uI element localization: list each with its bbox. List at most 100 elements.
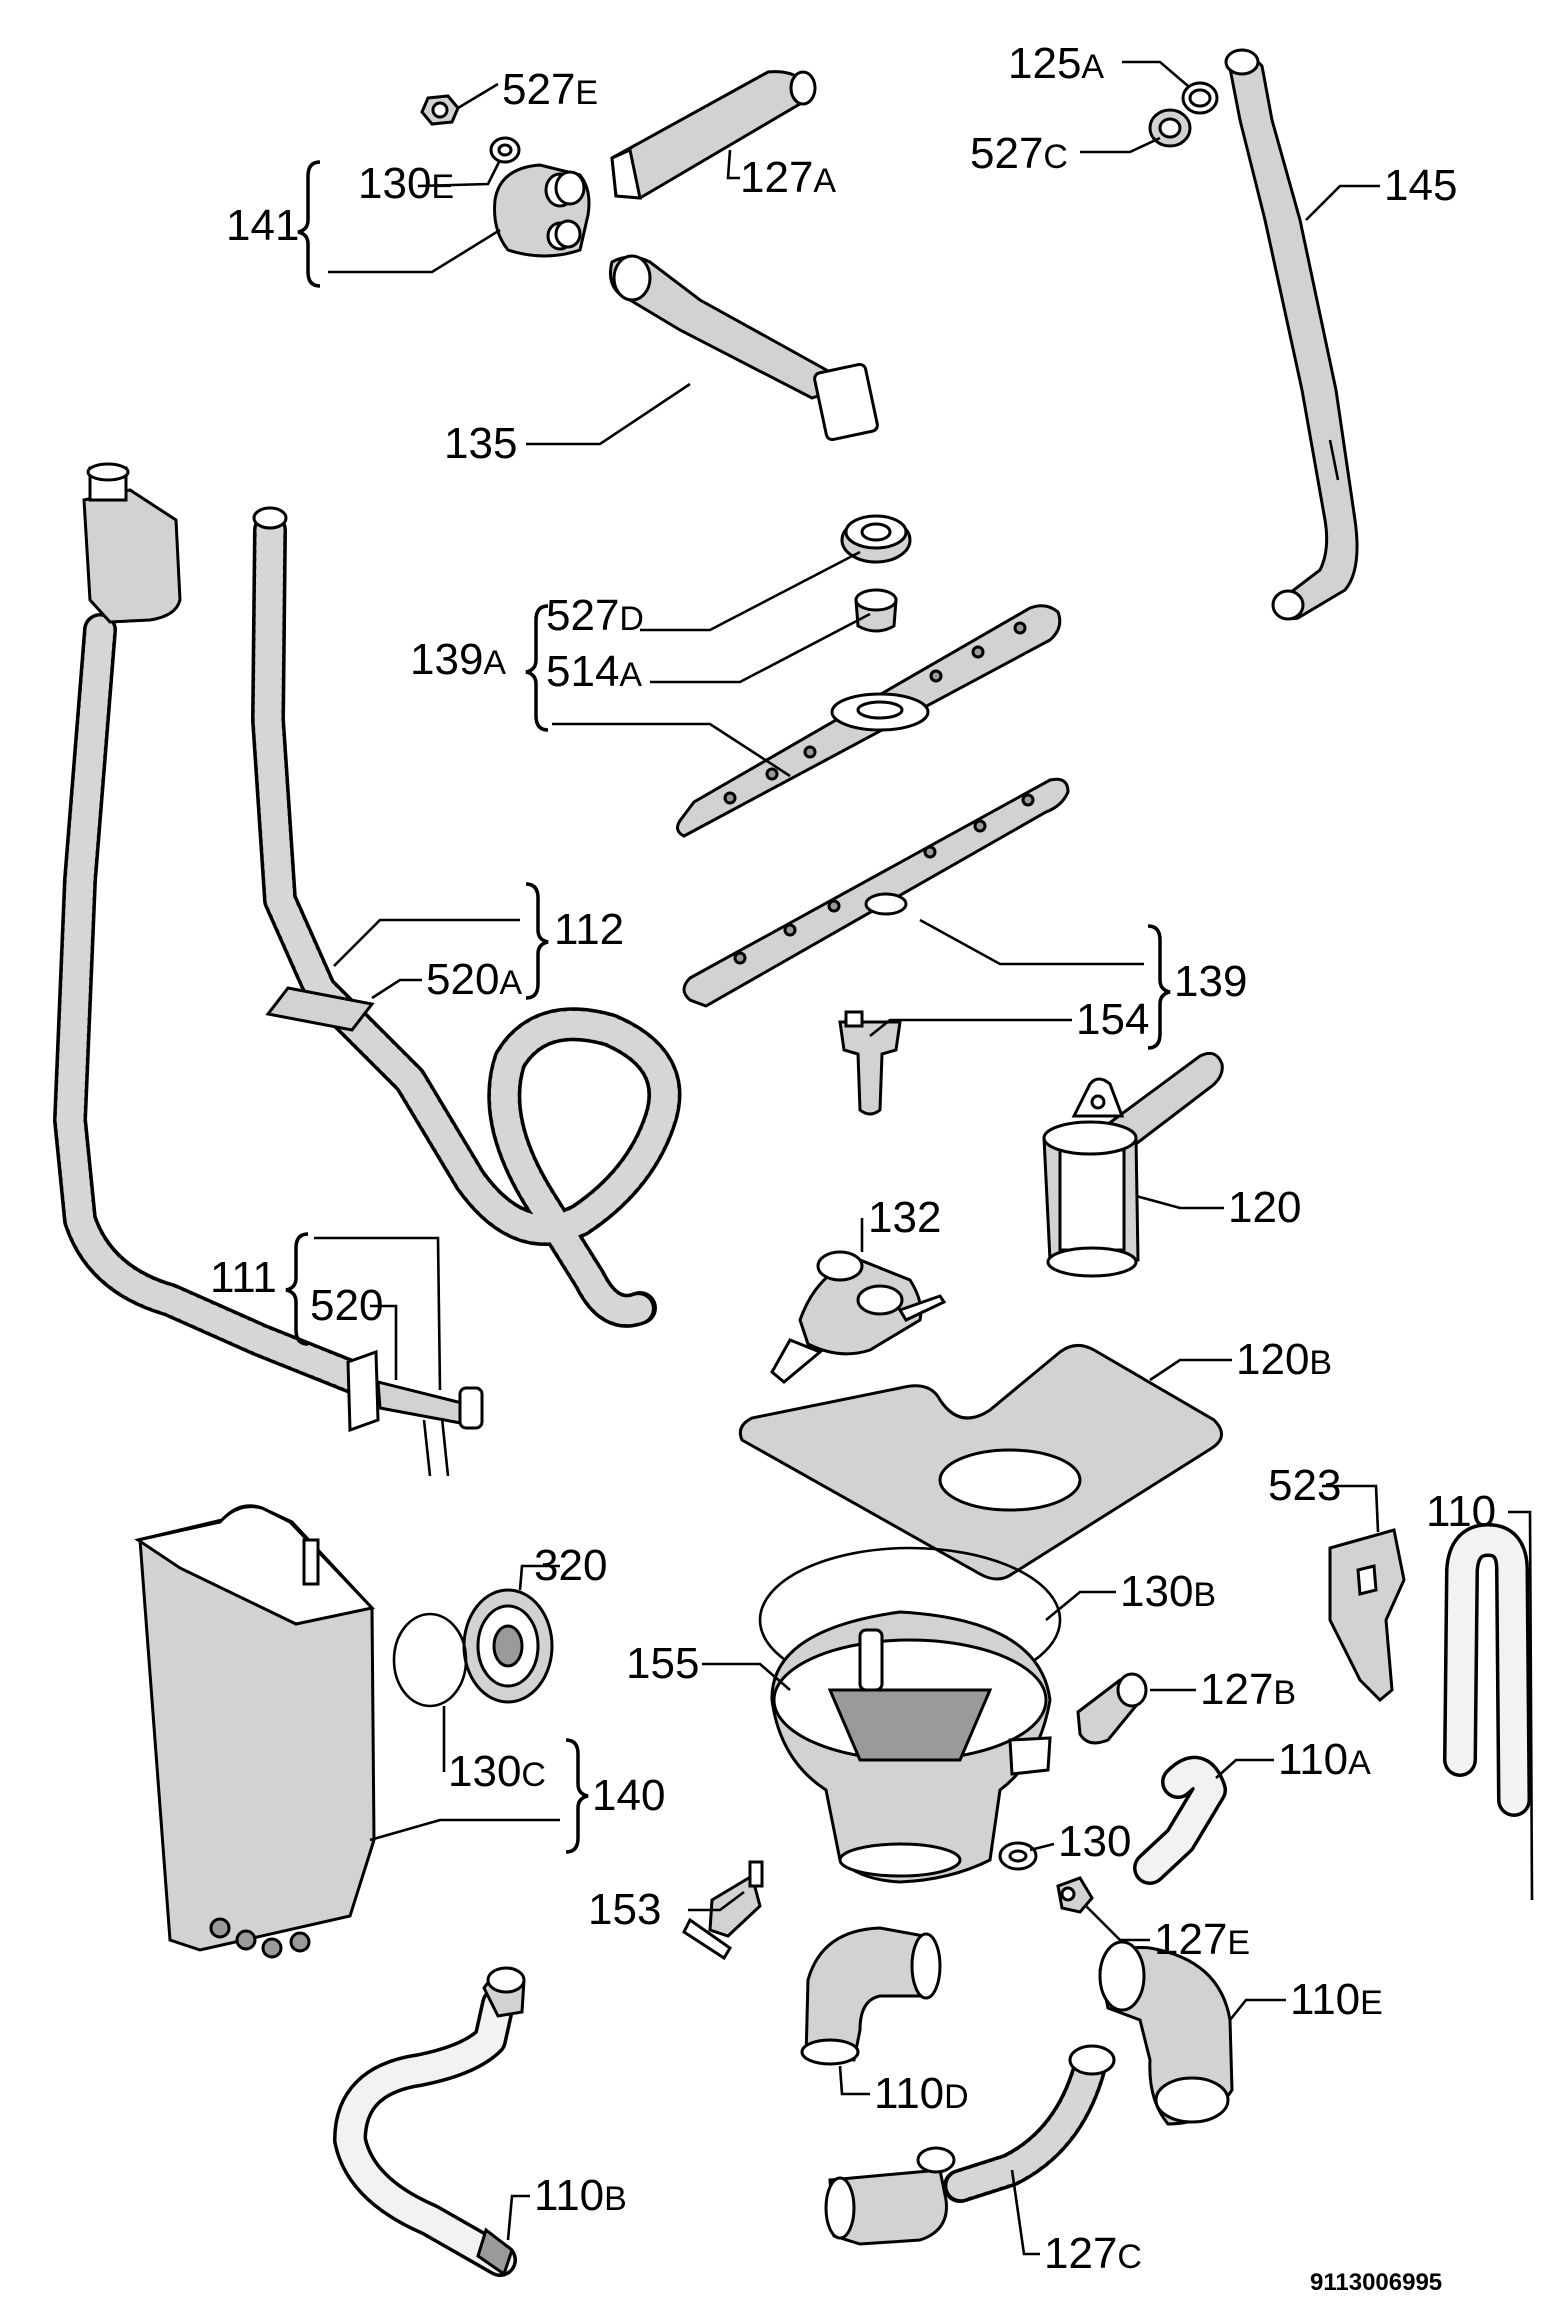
part-527E-nut [420,94,460,126]
label-suffix: E [1227,1924,1250,1962]
label-number: 130 [1058,1817,1131,1866]
label-number: 127 [1200,1665,1273,1714]
label-number: 125 [1008,39,1081,88]
label-number: 141 [226,201,299,250]
part-127C-hose [824,2044,1116,2246]
label-number: 127 [1044,2229,1117,2278]
label-number: 110 [534,2171,604,2220]
part-155-sump [770,1610,1052,1884]
label-111: 111 [210,1253,277,1302]
label-number: 127 [740,153,813,202]
label-suffix: B [1273,1674,1296,1712]
part-153-valve [682,1860,764,1961]
label-140: 140 [592,1771,665,1820]
label-suffix: D [619,600,644,638]
label-suffix: B [1193,1576,1216,1614]
part-135-spray-arm-feed [609,254,879,442]
label-number: 110 [874,2069,944,2118]
label-320: 320 [534,1541,607,1590]
label-number: 514 [546,647,619,696]
label-number: 527 [546,591,619,640]
part-112-drain-hose [251,506,682,1328]
label-suffix: C [521,1756,546,1794]
label-number: 140 [592,1771,665,1820]
part-140-water-softener-tank [134,1504,376,1959]
part-527D-nut [840,514,912,564]
label-number: 127 [1154,1915,1227,1964]
part-110D-elbow [800,1926,942,2066]
label-number: 120 [1228,1183,1301,1232]
label-suffix: A [813,162,836,200]
label-132: 132 [868,1193,941,1242]
label-number: 520 [310,1281,383,1330]
part-127A-tube [610,70,817,200]
label-110E: 110E [1290,1975,1383,2024]
label-127B: 127B [1200,1665,1296,1714]
label-suffix: D [944,2078,969,2116]
part-120-microfilter [1042,1051,1224,1278]
label-127E: 127E [1154,1915,1250,1964]
label-number: 130 [448,1747,521,1796]
label-number: 132 [868,1193,941,1242]
label-number: 155 [626,1639,699,1688]
label-suffix: A [483,644,506,682]
label-130E: 130E [358,159,454,208]
label-527D: 527D [546,591,644,640]
label-125A: 125A [1008,39,1104,88]
label-110D: 110D [874,2069,969,2118]
label-number: 110 [1426,1487,1496,1536]
part-130C-ring [392,1612,468,1708]
label-number: 111 [210,1253,277,1302]
label-number: 527 [970,129,1043,178]
label-number: 120 [1236,1335,1309,1384]
label-suffix: A [499,964,522,1002]
label-number: 130 [1120,1567,1193,1616]
label-number: 139 [1174,957,1247,1006]
label-suffix: A [619,656,642,694]
label-120: 120 [1228,1183,1301,1232]
label-suffix: B [1309,1344,1332,1382]
label-153: 153 [588,1885,661,1934]
part-110E-elbow [1098,1940,1234,2126]
label-number: 110 [1290,1975,1360,2024]
label-number: 520 [426,955,499,1004]
part-111-inlet-hose [53,462,484,1477]
part-132-regeneration-valve [770,1250,947,1384]
label-127C: 127C [1044,2229,1142,2278]
label-110B: 110B [534,2171,627,2220]
label-155: 155 [626,1639,699,1688]
part-127E-fitting [1056,1876,1094,1914]
part-127B-tube [1076,1672,1148,1745]
drawing-reference-number: 9113006995 [1310,2269,1442,2296]
label-139A: 139A [410,635,506,684]
label-145: 145 [1384,161,1457,210]
label-number: 527 [502,65,575,114]
label-number: 153 [588,1885,661,1934]
label-527E: 527E [502,65,598,114]
label-number: 145 [1384,161,1457,210]
label-139: 139 [1174,957,1247,1006]
label-130B: 130B [1120,1567,1216,1616]
part-125A-ring [1181,81,1219,115]
label-154: 154 [1076,995,1149,1044]
label-110: 110 [1426,1487,1496,1536]
label-number: 130 [358,159,431,208]
label-520: 520 [310,1281,383,1330]
label-number: 523 [1268,1461,1341,1510]
part-110B-hose [333,1966,526,2277]
label-suffix: B [604,2180,627,2218]
part-130-washer [998,1841,1038,1871]
part-110-hose [1443,1523,1531,1817]
part-523-bracket [1328,1528,1406,1703]
part-145-upper-tube [1224,48,1359,621]
label-suffix: A [1348,1744,1371,1782]
label-suffix: C [1043,138,1068,176]
label-number: 320 [534,1541,607,1590]
part-139-lower-spray-arm [682,777,1070,1008]
label-520A: 520A [426,955,522,1004]
part-130E-washer [489,136,521,164]
leader-lines [285,60,1534,2256]
label-number: 110 [1278,1735,1348,1784]
label-suffix: A [1081,48,1104,86]
